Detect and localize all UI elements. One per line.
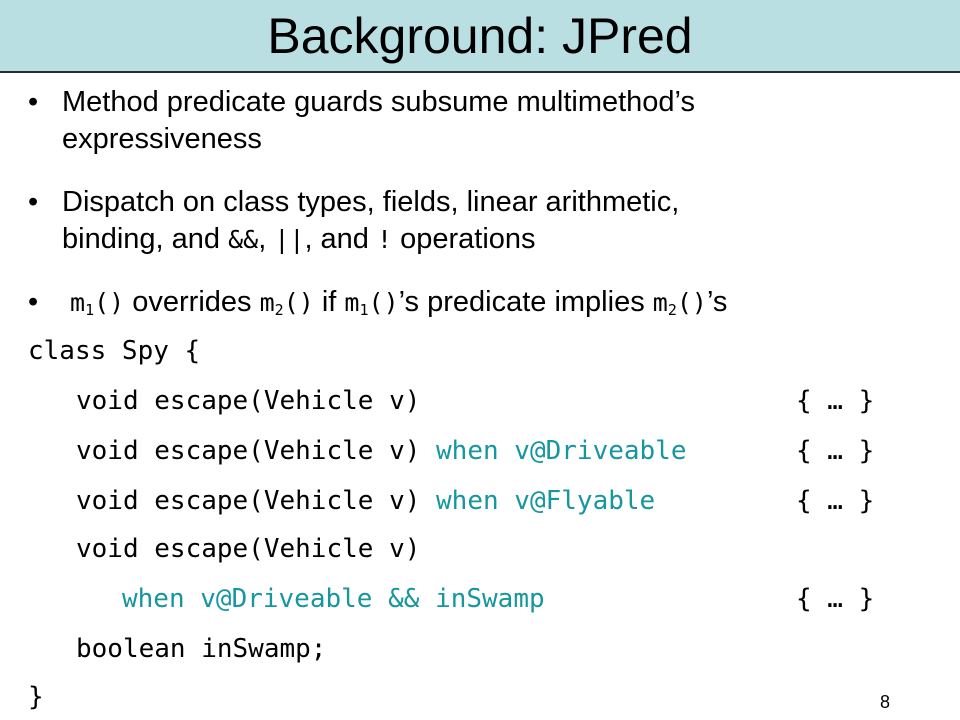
title-bar [0,0,960,73]
possessive-text: ’s [706,286,728,318]
code-body-1: { … } [796,386,875,416]
guard-driveable: when v@Driveable [436,436,687,466]
code-field: boolean inSwamp; [76,634,327,664]
method-m2: m2() [259,288,314,319]
bullet-text-cont: binding, and [62,223,229,255]
bullet-text-cont: expressiveness [62,123,262,155]
method-m2: m2() [652,288,707,319]
predicate-text: ’s predicate implies [398,286,653,318]
code-escape-1: void escape(Vehicle v) [76,386,421,416]
code-body-3: { … } [796,486,875,516]
if-text: if [313,286,345,318]
method-m1: m1() [344,288,399,319]
code-class-open: class Spy { [28,336,201,366]
bullet-dot: • [28,286,39,318]
bullet-text: Method predicate guards subsume multimet… [62,86,695,118]
bullet-multimethod: • Method predicate guards subsume multim… [28,84,695,158]
bullet-text-end: operations [392,223,536,255]
bullet-override: • m1() overrides m2() if m1()’s predicat… [28,284,728,321]
code-class-close: } [28,682,44,712]
code-escape-3: void escape(Vehicle v) when v@Flyable [76,486,656,516]
code-body-2: { … } [796,436,875,466]
code-body-4: { … } [796,584,875,614]
not-operator: ! [377,225,393,254]
page-number: 8 [880,692,891,712]
overrides-text: overrides [124,286,260,318]
bullet-text: Dispatch on class types, fields, linear … [62,186,680,218]
slide-title: Background: JPred [267,8,693,64]
code-escape-4: void escape(Vehicle v) [76,534,421,564]
and-operator: && [228,225,259,254]
separator: , [258,223,275,255]
guard-driveable-swamp: when v@Driveable && inSwamp [122,584,545,614]
bullet-dispatch: • Dispatch on class types, fields, linea… [28,184,680,258]
method-m1: m1() [70,288,125,319]
bullet-dot: • [28,86,39,118]
guard-flyable: when v@Flyable [436,486,656,516]
bullet-dot: • [28,186,39,218]
code-escape-2: void escape(Vehicle v) when v@Driveable [76,436,687,466]
separator: , and [304,223,377,255]
or-operator: || [274,225,305,254]
